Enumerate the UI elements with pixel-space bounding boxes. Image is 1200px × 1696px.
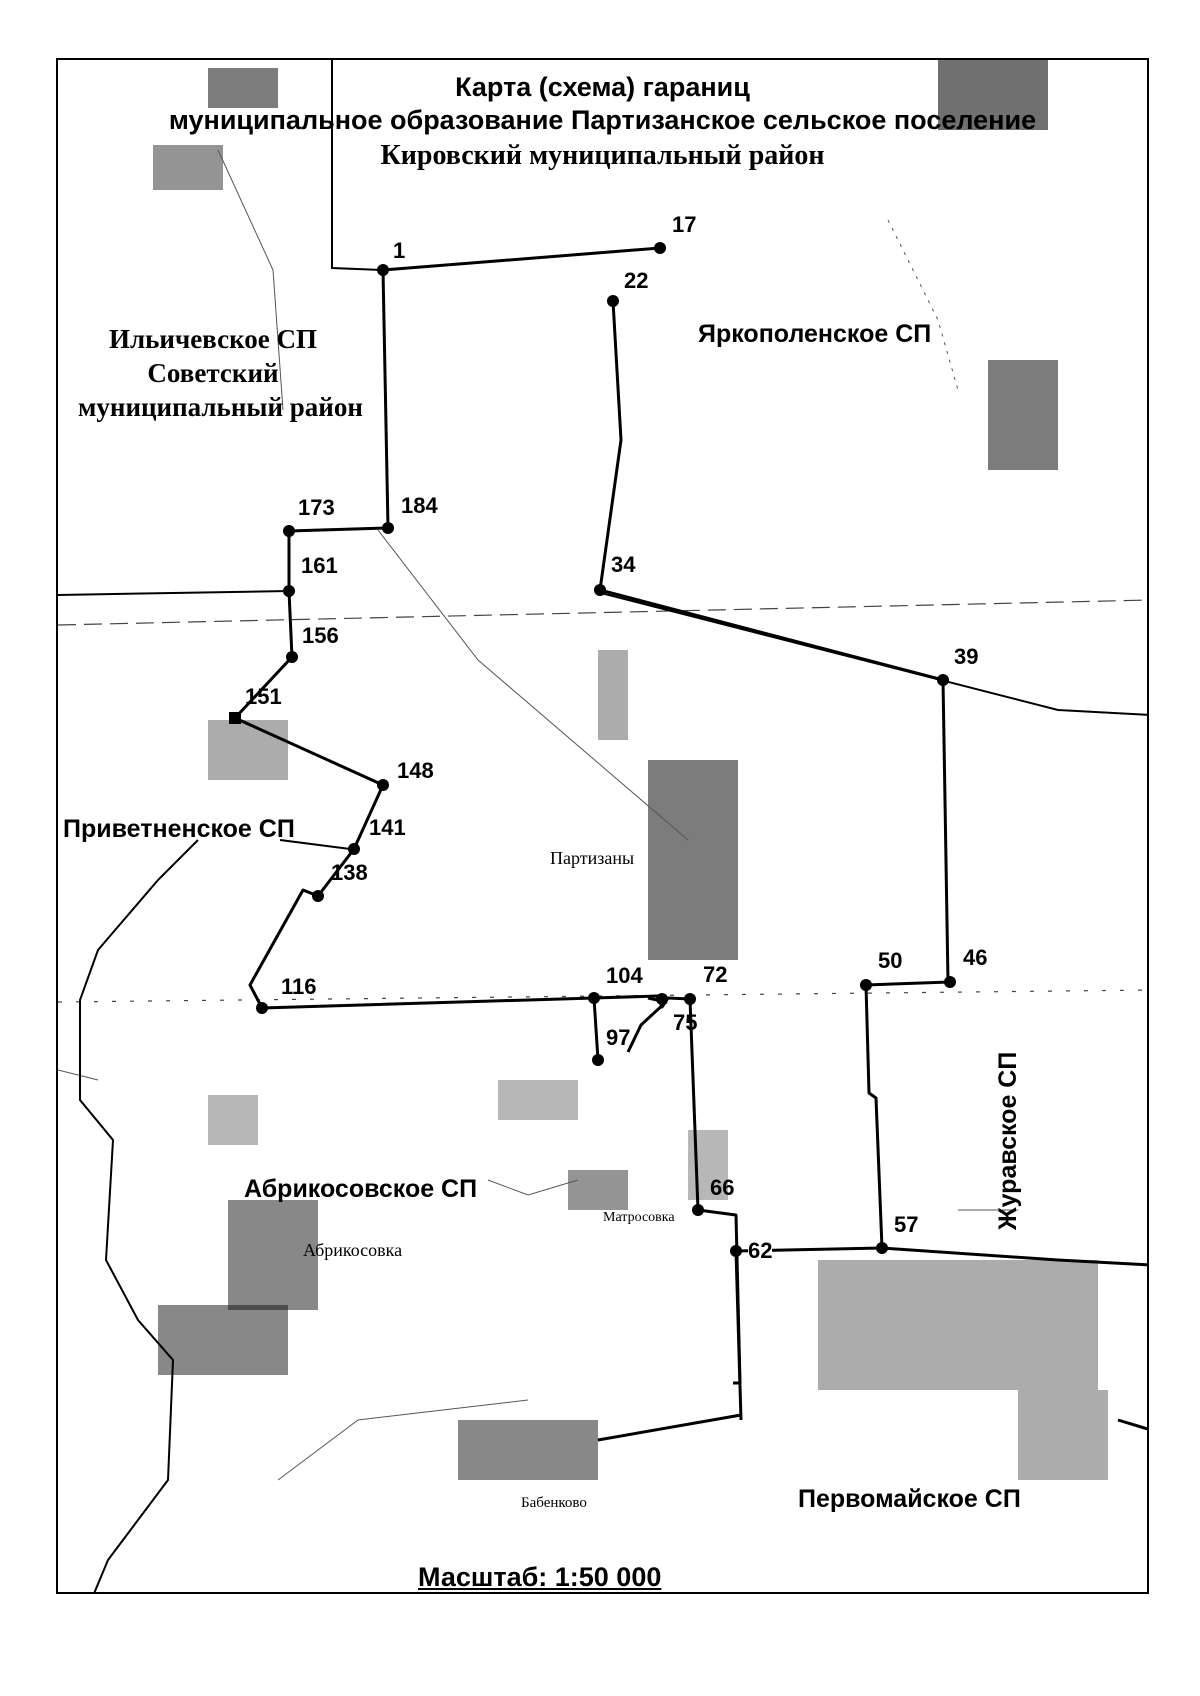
- neighbor-boundaries: [58, 60, 1147, 1592]
- map-frame: Карта (схема) гараниц муниципальное обра…: [56, 58, 1149, 1594]
- region-abrikosovskoe: Абрикосовское СП: [244, 1175, 478, 1203]
- map-title-line3: Кировский муниципальный район: [380, 140, 825, 171]
- point-label-1: 1: [393, 238, 406, 263]
- region-ilichevskoe-line3: муниципальный район: [78, 392, 363, 422]
- point-label-72: 72: [703, 962, 728, 987]
- vertex-75: [656, 993, 668, 1005]
- map-scale: Масштаб: 1:50 000: [418, 1562, 662, 1592]
- vertex-97: [592, 1054, 604, 1066]
- region-yarkopolenskoe: Яркополенское СП: [698, 320, 932, 348]
- point-label-39: 39: [954, 644, 979, 669]
- point-label-104: 104: [606, 963, 643, 988]
- map-title-line1: Карта (схема) гараниц: [455, 72, 750, 102]
- map-canvas: [58, 60, 1147, 1592]
- settlement-abrikosovka: Абрикосовка: [303, 1240, 403, 1260]
- vertex-57: [876, 1242, 888, 1254]
- vertex-161: [283, 585, 295, 597]
- point-label-156: 156: [302, 623, 339, 648]
- settlement-babenkovo: Бабенково: [521, 1495, 587, 1511]
- point-label-173: 173: [298, 495, 335, 520]
- settlement-matrosovka: Матросовка: [603, 1210, 675, 1225]
- vertex-34: [594, 584, 606, 596]
- point-label-34: 34: [611, 552, 636, 577]
- point-label-66: 66: [710, 1175, 735, 1200]
- point-label-57: 57: [894, 1212, 919, 1237]
- background-features: [58, 60, 1147, 1481]
- point-label-138: 138: [331, 860, 368, 885]
- vertex-62: [730, 1245, 742, 1257]
- point-label-22: 22: [624, 268, 649, 293]
- boundary-vertices: [229, 242, 956, 1257]
- point-label-17: 17: [672, 212, 697, 237]
- region-ilichevskoe: Ильичевское СП Советский муниципальный р…: [78, 322, 363, 424]
- point-label-75: 75: [673, 1010, 698, 1035]
- region-privetnenskoe: Приветненское СП: [63, 815, 295, 843]
- region-ilichevskoe-line2: Советский: [147, 358, 279, 388]
- vertex-151: [229, 712, 241, 724]
- vertex-39: [937, 674, 949, 686]
- point-label-161: 161: [301, 553, 338, 578]
- settlement-blocks: [153, 60, 1108, 1480]
- settlement-partizany: Партизаны: [550, 848, 635, 868]
- point-label-46: 46: [963, 945, 988, 970]
- point-label-50: 50: [878, 948, 903, 973]
- vertex-72: [684, 993, 696, 1005]
- point-label-97: 97: [606, 1025, 631, 1050]
- vertex-104: [588, 992, 600, 1004]
- region-zhuravskoe: Журавское СП: [994, 1051, 1022, 1230]
- vertex-138: [312, 890, 324, 902]
- vertex-66: [692, 1204, 704, 1216]
- vertex-46: [944, 976, 956, 988]
- vertex-17: [654, 242, 666, 254]
- region-pervomayskoe: Первомайское СП: [798, 1485, 1021, 1514]
- point-label-151: 151: [245, 684, 282, 709]
- map-title-line2: муниципальное образование Партизанское с…: [168, 105, 1037, 135]
- vertex-148: [377, 779, 389, 791]
- vertex-50: [860, 979, 872, 991]
- point-label-141: 141: [369, 815, 406, 840]
- vertex-184: [382, 522, 394, 534]
- vertex-1: [377, 264, 389, 276]
- point-label-148: 148: [397, 758, 434, 783]
- point-label-62: 62: [748, 1238, 773, 1264]
- vertex-116: [256, 1002, 268, 1014]
- vertex-22: [607, 295, 619, 307]
- point-label-184: 184: [401, 493, 438, 518]
- point-label-116: 116: [281, 974, 317, 999]
- vertex-173: [283, 525, 295, 537]
- region-ilichevskoe-line1: Ильичевское СП: [108, 324, 318, 354]
- vertex-156: [286, 651, 298, 663]
- vertex-141: [348, 843, 360, 855]
